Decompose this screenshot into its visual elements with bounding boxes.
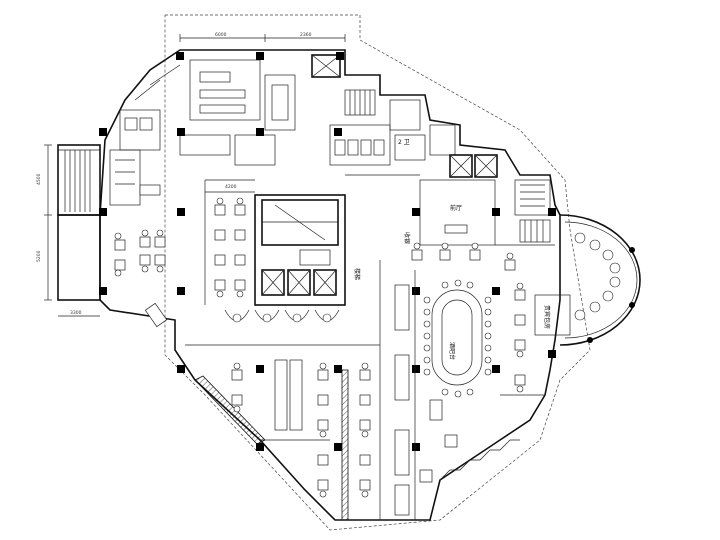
core-block	[254, 194, 346, 306]
restroom-block	[329, 99, 456, 166]
wc2-label: 2 卫	[398, 139, 410, 146]
top-shaft	[311, 54, 341, 78]
stair-label: 楼梯	[353, 268, 361, 280]
right-elevators	[449, 154, 498, 178]
dim-bottom-left: 3300	[70, 310, 82, 316]
lobby-room	[419, 179, 496, 246]
partitions	[185, 174, 555, 520]
kitchen-zone	[109, 59, 296, 206]
lobby-label: 前厅	[450, 204, 462, 212]
dining-tables-lower-left	[231, 359, 371, 491]
vip-room-box	[534, 294, 571, 336]
right-stair	[514, 179, 551, 243]
dining-tables-right	[411, 249, 526, 483]
vip-label: 贵宾包房	[543, 305, 551, 329]
dim-mid: 4200	[225, 184, 237, 190]
left-stair-treads	[64, 150, 91, 212]
hatched-wall-left	[194, 375, 266, 445]
planters	[224, 309, 340, 323]
dining-tables-left	[114, 184, 168, 328]
booths-center	[394, 284, 410, 516]
dim-left-b: 5200	[36, 250, 42, 262]
vip-seats	[574, 232, 621, 321]
bar-stools	[423, 279, 492, 398]
cashier-label: 收银	[403, 232, 411, 244]
columns	[99, 52, 556, 451]
vip-room-arc	[559, 214, 641, 346]
property-line	[164, 14, 591, 531]
chairs	[114, 197, 524, 498]
hatched-wall-center	[341, 369, 349, 521]
left-stair-block	[57, 144, 101, 216]
bar-counter	[431, 289, 483, 386]
bar-label: 酒吧台	[448, 342, 456, 360]
outer-wall	[99, 49, 561, 521]
dim-top-a: 6000	[215, 32, 227, 38]
left-entrance-block	[57, 214, 101, 301]
dining-tables-core-left	[214, 204, 246, 291]
stair-top-right	[344, 89, 376, 116]
dim-top-b: 2360	[300, 32, 312, 38]
dim-left-a: 4500	[36, 173, 42, 185]
